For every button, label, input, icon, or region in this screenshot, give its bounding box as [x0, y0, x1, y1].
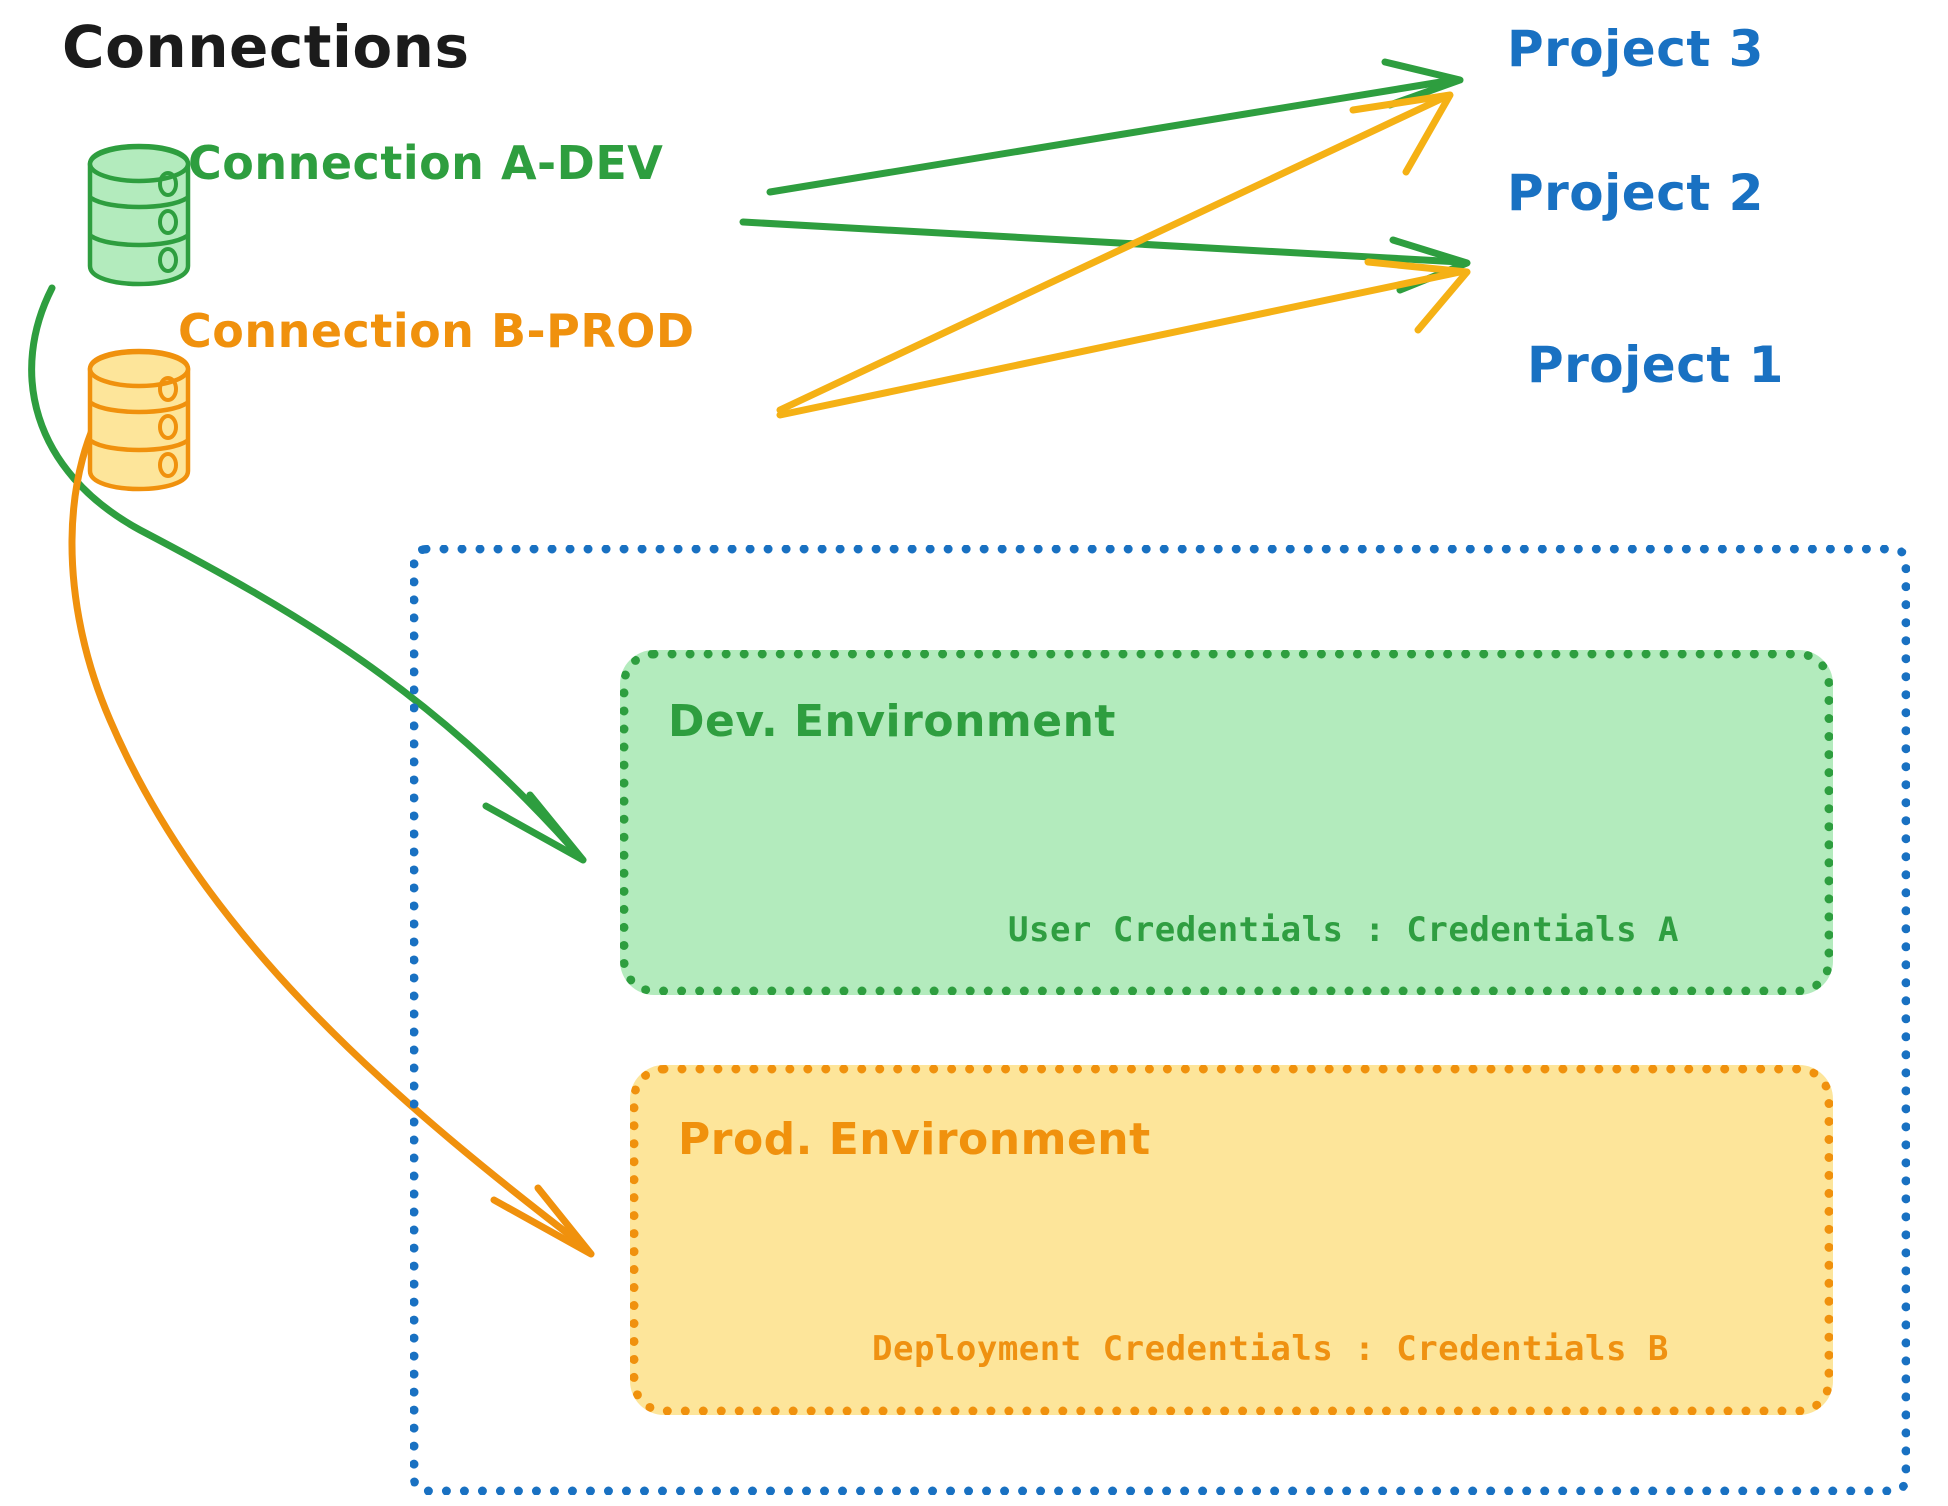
page-title: Connections — [62, 13, 470, 81]
project-1-label[interactable]: Project 1 — [1527, 336, 1784, 394]
prod-environment-credentials: Deployment Credentials : Credentials B — [872, 1329, 1669, 1369]
dev-environment-credentials: User Credentials : Credentials A — [1008, 910, 1680, 950]
connection-a-label: Connection A-DEV — [188, 136, 664, 190]
dev-environment-title: Dev. Environment — [668, 696, 1116, 747]
edge-b-prod-to-project-2 — [776, 258, 1471, 419]
edge-a-dev-to-project-3 — [766, 58, 1464, 196]
project-3-label[interactable]: Project 3 — [1507, 20, 1764, 78]
project-1-container — [410, 545, 1910, 1495]
prod-environment-title: Prod. Environment — [678, 1114, 1151, 1165]
database-icon-connection-b[interactable] — [84, 345, 194, 499]
connection-b-label: Connection B-PROD — [178, 304, 695, 358]
dev-environment-box[interactable] — [620, 650, 1833, 995]
prod-environment-box[interactable] — [630, 1065, 1833, 1415]
database-icon-connection-a[interactable] — [84, 140, 194, 294]
project-2-label[interactable]: Project 2 — [1507, 164, 1764, 222]
edge-b-prod-to-project-3 — [776, 91, 1454, 414]
edge-a-dev-to-project-2 — [739, 218, 1471, 294]
